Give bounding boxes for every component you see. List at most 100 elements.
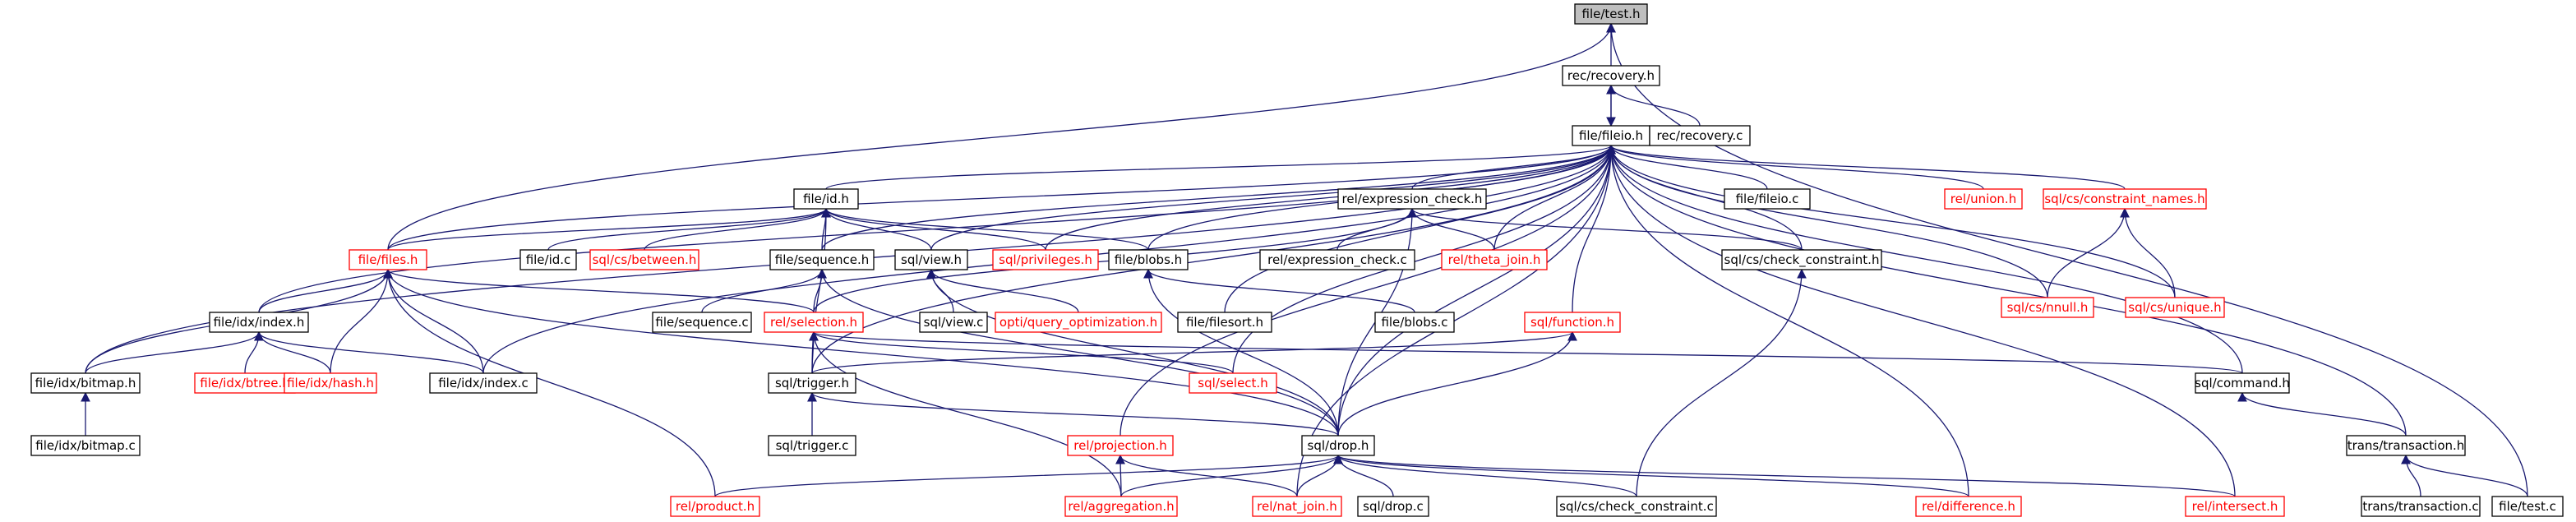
- node-box: [1572, 125, 1650, 146]
- edge-trans-transaction-h-to-sql-command-h: [2237, 391, 2407, 437]
- node-rel-difference-h[interactable]: rel/difference.h: [1915, 496, 2022, 517]
- node-box: [1441, 249, 1548, 270]
- node-label: file/idx/bitmap.h: [35, 376, 136, 390]
- node-sql-cs-constraint-names-h[interactable]: sql/cs/constraint_names.h: [2043, 188, 2207, 210]
- node-file-blobs-h[interactable]: file/blobs.h: [1108, 249, 1189, 270]
- edge-file-files-h-to-file-test-h: [387, 22, 1616, 251]
- node-rec-recovery-c[interactable]: rec/recovery.c: [1649, 125, 1751, 146]
- node-label: file/idx/index.c: [438, 376, 529, 390]
- edge-file-blobs-h-to-file-id-h: [821, 207, 1149, 251]
- node-sql-privileges-h[interactable]: sql/privileges.h: [992, 249, 1099, 270]
- node-rel-expression-check-h[interactable]: rel/expression_check.h: [1337, 188, 1487, 210]
- node-box: [769, 249, 875, 270]
- node-sql-cs-nnull-h[interactable]: sql/cs/nnull.h: [2001, 297, 2094, 318]
- node-file-id-h[interactable]: file/id.h: [793, 188, 859, 210]
- edge-file-idx-index-h-to-file-files-h: [258, 268, 393, 313]
- node-rel-intersect-h[interactable]: rel/intersect.h: [2185, 496, 2285, 517]
- node-sql-drop-h[interactable]: sql/drop.h: [1301, 435, 1375, 456]
- node-box: [1649, 125, 1751, 146]
- node-sql-cs-check-constraint-c[interactable]: sql/cs/check_constraint.c: [1556, 496, 1717, 517]
- node-sql-command-h[interactable]: sql/command.h: [2195, 372, 2290, 394]
- node-trans-transaction-h[interactable]: trans/transaction.h: [2346, 435, 2466, 456]
- node-file-filesort-h[interactable]: file/filesort.h: [1177, 312, 1272, 333]
- node-sql-view-h[interactable]: sql/view.h: [894, 249, 968, 270]
- node-label: rec/recovery.c: [1657, 128, 1743, 143]
- node-sql-trigger-c[interactable]: sql/trigger.c: [768, 435, 856, 456]
- node-file-fileio-h[interactable]: file/fileio.h: [1572, 125, 1650, 146]
- node-file-test-h[interactable]: file/test.h: [1574, 3, 1648, 25]
- node-sql-cs-check-constraint-h[interactable]: sql/cs/check_constraint.h: [1721, 249, 1882, 270]
- node-sql-trigger-h[interactable]: sql/trigger.h: [768, 372, 856, 394]
- node-file-idx-btree-h[interactable]: file/idx/btree.h: [194, 372, 296, 394]
- node-sql-drop-c[interactable]: sql/drop.c: [1357, 496, 1429, 517]
- node-label: rel/intersect.h: [2192, 499, 2278, 514]
- node-file-files-h[interactable]: file/files.h: [349, 249, 427, 270]
- edge-file-idx-index-c-to-file-idx-index-h: [254, 330, 484, 374]
- node-label: opti/query_optimization.h: [999, 315, 1157, 330]
- edge-file-filesort-h-to-file-fileio-h: [1224, 144, 1616, 313]
- edge-sql-cs-nnull-h-to-sql-cs-constraint-names-h: [2047, 207, 2130, 298]
- edge-sql-cs-nnull-h-to-file-fileio-h: [1606, 144, 2048, 298]
- edge-sql-drop-h-to-file-files-h: [383, 268, 1339, 437]
- node-box: [1337, 188, 1487, 210]
- node-rel-projection-h[interactable]: rel/projection.h: [1067, 435, 1174, 456]
- node-file-fileio-c[interactable]: file/fileio.c: [1724, 188, 1811, 210]
- node-label: file/id.c: [526, 252, 571, 267]
- node-box: [670, 496, 760, 517]
- node-sql-view-c[interactable]: sql/view.c: [919, 312, 988, 333]
- node-file-sequence-c[interactable]: file/sequence.c: [652, 312, 752, 333]
- node-rec-recovery-h[interactable]: rec/recovery.h: [1562, 65, 1660, 86]
- node-rel-nat-join-h[interactable]: rel/nat_join.h: [1252, 496, 1342, 517]
- edge-file-sequence-c-to-file-sequence-h: [701, 268, 827, 313]
- edge-sql-select-h-to-rel-selection-h: [809, 330, 1234, 374]
- edge-sql-command-h-to-file-fileio-h: [1606, 144, 2243, 374]
- node-sql-function-h[interactable]: sql/function.h: [1524, 312, 1621, 333]
- edge-sql-cs-check-constraint-h-to-rel-expression-check-h: [1407, 207, 1803, 251]
- edge-sql-privileges-h-to-file-fileio-h: [1045, 144, 1616, 251]
- node-label: rel/difference.h: [1922, 499, 2015, 514]
- node-file-idx-hash-h[interactable]: file/idx/hash.h: [284, 372, 377, 394]
- node-label: sql/cs/constraint_names.h: [2044, 192, 2204, 207]
- node-file-idx-index-c[interactable]: file/idx/index.c: [429, 372, 538, 394]
- node-sql-select-h[interactable]: sql/select.h: [1189, 372, 1277, 394]
- edge-sql-drop-h-to-file-sequence-h: [817, 268, 1339, 437]
- node-box: [764, 312, 864, 333]
- node-file-blobs-c[interactable]: file/blobs.c: [1374, 312, 1455, 333]
- node-label: rec/recovery.h: [1567, 68, 1655, 83]
- node-box: [209, 312, 309, 333]
- edge-rel-product-h-to-file-files-h: [383, 268, 716, 497]
- edge-file-idx-bitmap-h-to-file-idx-index-h: [85, 330, 264, 374]
- node-rel-theta-join-h[interactable]: rel/theta_join.h: [1441, 249, 1548, 270]
- node-box: [1259, 249, 1415, 270]
- node-box: [30, 435, 141, 456]
- node-label: rel/expression_check.h: [1342, 192, 1483, 207]
- node-box: [894, 249, 968, 270]
- node-label: sql/function.h: [1530, 315, 1614, 330]
- edge-file-files-h-to-file-fileio-h: [387, 144, 1616, 251]
- node-box: [1721, 249, 1882, 270]
- node-rel-product-h[interactable]: rel/product.h: [670, 496, 760, 517]
- node-opti-query-optimization-h[interactable]: opti/query_optimization.h: [995, 312, 1162, 333]
- node-sql-cs-unique-h[interactable]: sql/cs/unique.h: [2125, 297, 2225, 318]
- node-file-test-c[interactable]: file/test.c: [2491, 496, 2564, 517]
- node-rel-aggregation-h[interactable]: rel/aggregation.h: [1064, 496, 1178, 517]
- node-file-idx-bitmap-h[interactable]: file/idx/bitmap.h: [30, 372, 141, 394]
- edge-file-sequence-h-to-file-fileio-h: [821, 144, 1616, 251]
- node-file-id-c[interactable]: file/id.c: [519, 249, 577, 270]
- node-box: [1944, 188, 2023, 210]
- edge-rel-intersect-h-to-sql-drop-h: [1333, 454, 2236, 497]
- node-file-idx-index-h[interactable]: file/idx/index.h: [209, 312, 309, 333]
- edge-file-blobs-c-to-file-blobs-h: [1143, 268, 1415, 313]
- node-box: [652, 312, 752, 333]
- node-label: file/id.h: [803, 192, 849, 206]
- node-file-idx-bitmap-c[interactable]: file/idx/bitmap.c: [30, 435, 141, 456]
- node-sql-cs-between-h[interactable]: sql/cs/between.h: [589, 249, 699, 270]
- node-label: rel/theta_join.h: [1448, 252, 1541, 268]
- node-rel-expression-check-c[interactable]: rel/expression_check.c: [1259, 249, 1415, 270]
- node-trans-transaction-c[interactable]: trans/transaction.c: [2361, 496, 2481, 517]
- node-rel-selection-h[interactable]: rel/selection.h: [764, 312, 864, 333]
- node-label: sql/command.h: [2195, 376, 2290, 390]
- node-rel-union-h[interactable]: rel/union.h: [1944, 188, 2023, 210]
- node-file-sequence-h[interactable]: file/sequence.h: [769, 249, 875, 270]
- node-label: sql/view.c: [924, 315, 984, 330]
